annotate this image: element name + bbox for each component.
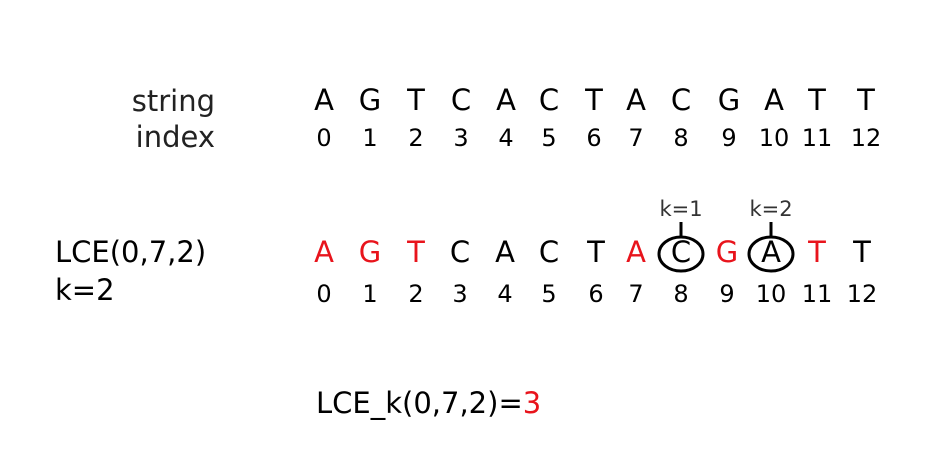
bottom-char-10: A — [761, 235, 781, 269]
top-index-5: 5 — [541, 124, 557, 152]
top-index-3: 3 — [453, 124, 469, 152]
mismatch-label-0: k=1 — [659, 197, 703, 221]
top-char-12: T — [857, 83, 875, 117]
top-char-4: A — [496, 83, 516, 117]
bottom-index-4: 4 — [497, 280, 513, 308]
top-index-1: 1 — [362, 124, 378, 152]
top-char-2: T — [407, 83, 425, 117]
result-line: LCE_k(0,7,2)=3 — [316, 389, 541, 418]
bottom-index-10: 10 — [755, 280, 787, 308]
top-index-11: 11 — [801, 124, 833, 152]
top-index-8: 8 — [673, 124, 689, 152]
top-char-0: A — [314, 83, 334, 117]
bottom-index-5: 5 — [541, 280, 557, 308]
top-index-2: 2 — [408, 124, 424, 152]
top-index-0: 0 — [316, 124, 332, 152]
bottom-char-3: C — [449, 235, 471, 269]
bottom-index-2: 2 — [408, 280, 424, 308]
bottom-index-9: 9 — [719, 280, 735, 308]
bottom-char-2: T — [407, 235, 425, 269]
top-char-8: C — [670, 83, 692, 117]
bottom-char-9: G — [715, 235, 739, 269]
top-char-5: C — [538, 83, 560, 117]
mismatch-label-1: k=2 — [749, 197, 793, 221]
top-index-4: 4 — [498, 124, 514, 152]
lce-call-label: LCE(0,7,2) — [55, 235, 207, 269]
bottom-index-12: 12 — [846, 280, 878, 308]
bottom-index-6: 6 — [588, 280, 604, 308]
result-prefix: LCE_k(0,7,2)= — [316, 386, 523, 420]
string-row-label: string — [131, 84, 215, 118]
top-index-7: 7 — [628, 124, 644, 152]
result-value: 3 — [522, 386, 542, 420]
top-index-6: 6 — [586, 124, 602, 152]
k-value-label: k=2 — [55, 273, 115, 307]
bottom-char-12: T — [853, 235, 871, 269]
mismatch-circle-1 — [747, 235, 795, 273]
bottom-index-1: 1 — [362, 280, 378, 308]
top-char-6: T — [585, 83, 603, 117]
top-index-9: 9 — [721, 124, 737, 152]
bottom-char-6: T — [587, 235, 605, 269]
bottom-char-0: A — [314, 235, 334, 269]
top-index-10: 10 — [758, 124, 790, 152]
top-char-11: T — [808, 83, 826, 117]
top-index-12: 12 — [850, 124, 882, 152]
top-char-1: G — [358, 83, 382, 117]
bottom-index-3: 3 — [452, 280, 468, 308]
bottom-char-1: G — [358, 235, 382, 269]
bottom-index-7: 7 — [628, 280, 644, 308]
top-char-3: C — [450, 83, 472, 117]
bottom-index-8: 8 — [673, 280, 689, 308]
bottom-char-11: T — [808, 235, 826, 269]
bottom-char-4: A — [495, 235, 515, 269]
top-char-7: A — [626, 83, 646, 117]
bottom-index-0: 0 — [316, 280, 332, 308]
bottom-char-7: A — [626, 235, 646, 269]
bottom-char-8: C — [670, 235, 692, 269]
top-char-10: A — [764, 83, 784, 117]
bottom-char-5: C — [538, 235, 560, 269]
top-char-9: G — [717, 83, 741, 117]
mismatch-circle-0 — [657, 235, 705, 273]
index-row-label: index — [135, 120, 215, 154]
bottom-index-11: 11 — [801, 280, 833, 308]
